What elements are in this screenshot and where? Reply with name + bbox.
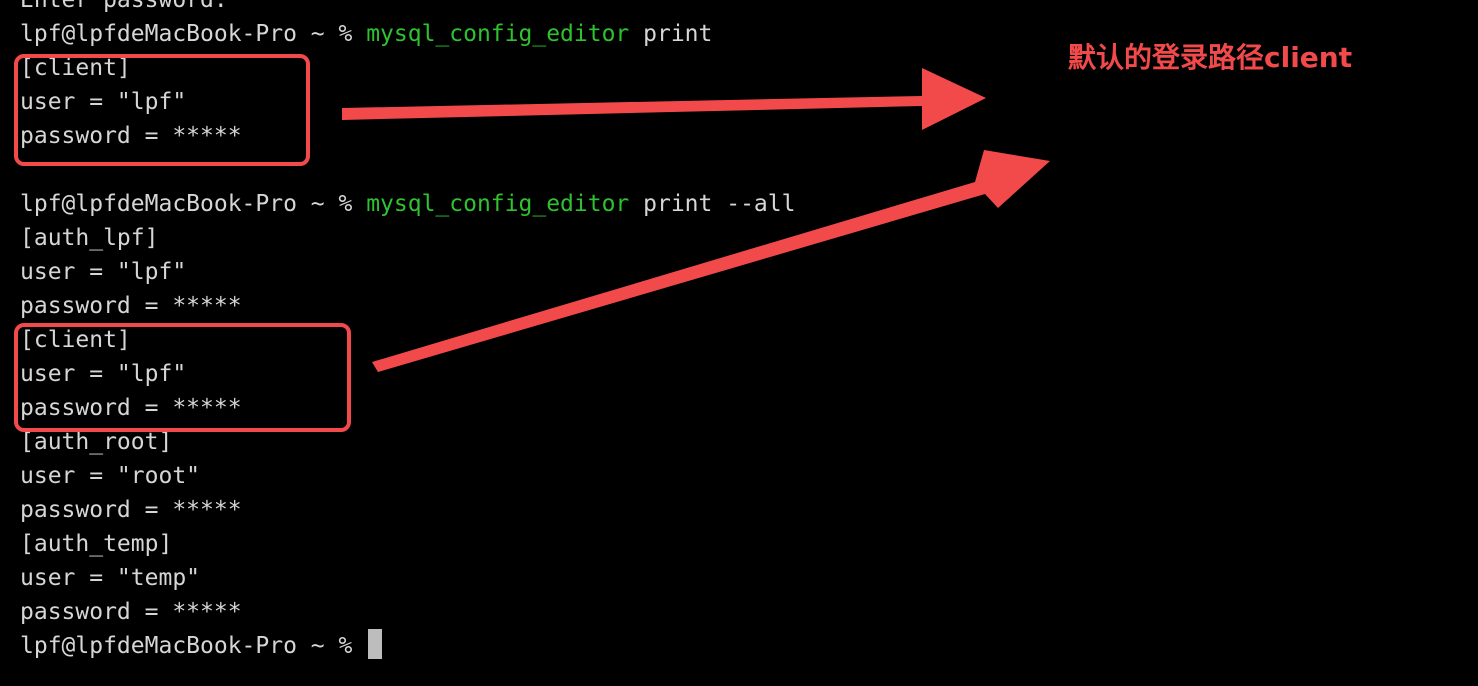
shell-prompt: lpf@lpfdeMacBook-Pro ~ % (20, 191, 367, 217)
command-name: mysql_config_editor (366, 21, 630, 47)
terminal-line: password = ***** (20, 493, 795, 527)
terminal-line: [client] (20, 51, 795, 85)
output-text: password = ***** (20, 123, 242, 149)
terminal-line: password = ***** (20, 119, 795, 153)
terminal-output: Enter password: lpf@lpfdeMacBook-Pro ~ % … (20, 0, 795, 663)
text-cursor[interactable] (368, 629, 383, 659)
output-text: password = ***** (20, 497, 242, 523)
terminal-line: password = ***** (20, 391, 795, 425)
terminal-line: user = "lpf" (20, 357, 795, 391)
command-args: print --all (629, 191, 796, 217)
arrow-to-label-2 (372, 150, 1050, 372)
terminal-line: lpf@lpfdeMacBook-Pro ~ % mysql_config_ed… (20, 17, 795, 51)
terminal-line: lpf@lpfdeMacBook-Pro ~ % mysql_config_ed… (20, 187, 795, 221)
terminal-line: [auth_lpf] (20, 221, 795, 255)
output-text: Enter password: (20, 0, 228, 13)
terminal-line: lpf@lpfdeMacBook-Pro ~ % (20, 629, 795, 663)
terminal-line: [auth_root] (20, 425, 795, 459)
output-text: user = "lpf" (20, 89, 187, 115)
terminal-line: password = ***** (20, 289, 795, 323)
terminal-line: password = ***** (20, 595, 795, 629)
arrow-to-label-1 (342, 68, 986, 130)
shell-prompt: lpf@lpfdeMacBook-Pro ~ % (20, 633, 367, 659)
command-name: mysql_config_editor (366, 191, 630, 217)
output-text: password = ***** (20, 395, 242, 421)
annotation-label: 默认的登录路径client (1068, 41, 1353, 74)
terminal-line: user = "root" (20, 459, 795, 493)
shell-prompt: lpf@lpfdeMacBook-Pro ~ % (20, 21, 367, 47)
output-text: user = "temp" (20, 565, 201, 591)
terminal-line: user = "lpf" (20, 85, 795, 119)
output-text: [client] (20, 327, 131, 353)
output-text: [auth_temp] (20, 531, 173, 557)
output-text: password = ***** (20, 293, 242, 319)
output-text: user = "lpf" (20, 259, 187, 285)
output-text: user = "root" (20, 463, 201, 489)
output-text: [client] (20, 55, 131, 81)
terminal-line: Enter password: (20, 0, 795, 17)
terminal-line: [client] (20, 323, 795, 357)
output-text: [auth_lpf] (20, 225, 159, 251)
terminal-line: user = "lpf" (20, 255, 795, 289)
output-text: password = ***** (20, 599, 242, 625)
terminal-line: [auth_temp] (20, 527, 795, 561)
output-text: [auth_root] (20, 429, 173, 455)
terminal-line: user = "temp" (20, 561, 795, 595)
command-args: print (629, 21, 713, 47)
output-text: user = "lpf" (20, 361, 187, 387)
